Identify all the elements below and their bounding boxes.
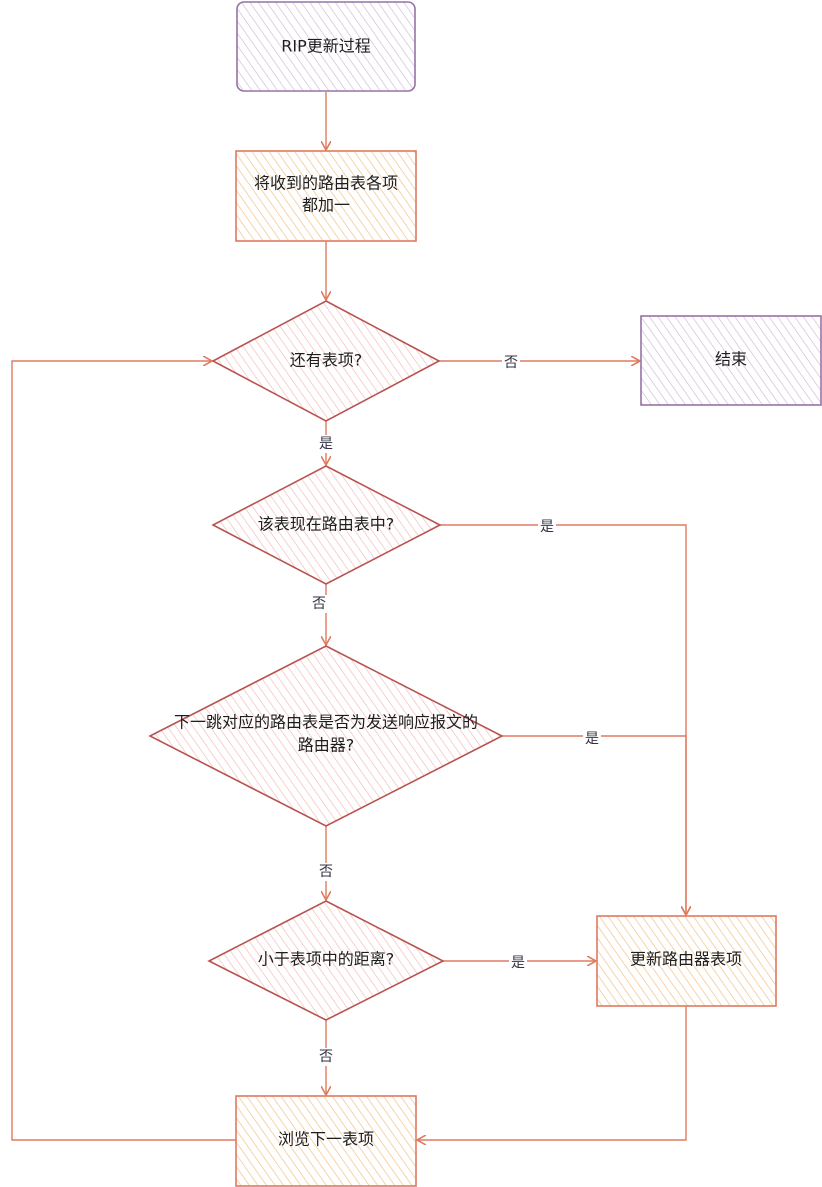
node-browse-next: 浏览下一表项 [235,1095,417,1187]
add-one-box [235,150,417,242]
node-has-more: 还有表项? [211,300,441,422]
label-yes-next-hop: 是 [585,731,599,747]
add-one-text-line2: 都加一 [302,196,350,215]
edge-browse-loop-to-has-more [11,361,236,1141]
node-update: 更新路由器表项 [596,915,777,1007]
label-no-to-end: 否 [504,355,518,371]
has-more-diamond [211,300,441,422]
label-no-less: 否 [319,1049,333,1065]
label-no-next-hop: 否 [319,864,333,880]
node-start: RIP更新过程 [236,1,416,92]
less-distance-text: 小于表项中的距离? [258,950,395,969]
less-distance-diamond [207,900,445,1021]
update-text: 更新路由器表项 [630,950,742,969]
in-table-diamond [211,465,442,585]
in-table-text: 该表现在路由表中? [258,515,395,534]
node-less-distance: 小于表项中的距离? [207,900,445,1021]
next-hop-text-line1: 下一跳对应的路由表是否为发送响应报文的 [174,713,478,732]
end-box [640,315,822,406]
browse-next-text: 浏览下一表项 [278,1130,374,1149]
label-yes-in-table: 是 [540,519,554,535]
next-hop-text-line2: 路由器? [298,736,355,755]
edge-labels: 否 是 是 否 是 否 是 否 [310,353,601,1066]
node-next-hop-same: 下一跳对应的路由表是否为发送响应报文的 路由器? [148,645,504,827]
end-text: 结束 [715,350,747,369]
node-add-one: 将收到的路由表各项 都加一 [235,150,417,242]
node-in-table: 该表现在路由表中? [211,465,442,585]
start-text: RIP更新过程 [281,37,371,56]
browse-next-box [235,1095,417,1187]
node-end: 结束 [640,315,822,406]
update-box [596,915,777,1007]
label-yes-has-more: 是 [319,436,333,452]
start-box [236,1,416,92]
next-hop-diamond [148,645,504,827]
edge-update-to-browse [417,1006,687,1140]
add-one-text-line1: 将收到的路由表各项 [254,174,398,193]
edge-next-hop-to-update [502,735,686,915]
has-more-text: 还有表项? [290,351,363,370]
label-no-in-table: 否 [312,596,326,612]
edges [11,92,687,1141]
label-yes-less: 是 [511,955,525,971]
